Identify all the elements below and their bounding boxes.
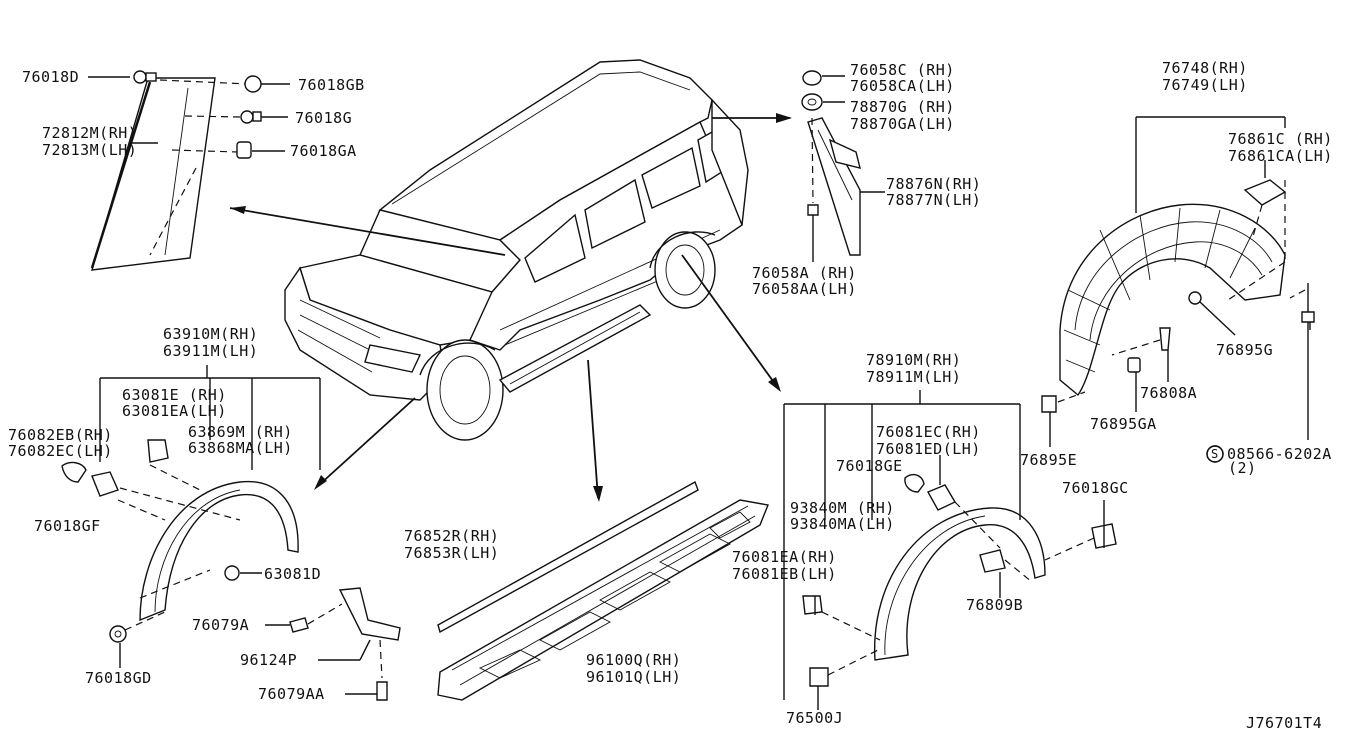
- pillar-garnish-assembly: [88, 70, 290, 271]
- s-mark-circle: [1206, 445, 1224, 463]
- rear-fender-flare-assembly: [783, 390, 1117, 710]
- label-76018GD: 76018GD: [85, 669, 152, 687]
- label-76018GB: 76018GB: [298, 76, 365, 94]
- label-78877N: 78877N(LH): [886, 191, 982, 209]
- callout-arrows: [229, 113, 792, 502]
- front-fender-flare: [139, 480, 299, 622]
- label-76018GC: 76018GC: [1062, 479, 1129, 497]
- label-76852R: 76852R(RH): [404, 527, 500, 545]
- label-76058AA: 76058AA(LH): [752, 280, 857, 298]
- label-76018D: 76018D: [22, 68, 80, 86]
- label-78910M: 78910M(RH): [866, 351, 962, 369]
- mudguard-bracket: [338, 587, 401, 641]
- label-76058CA: 76058CA(LH): [850, 77, 955, 95]
- label-72813M: 72813M(LH): [42, 141, 138, 159]
- label-76018GA: 76018GA: [290, 142, 357, 160]
- label-63910M: 63910M(RH): [163, 325, 259, 343]
- label-63081EA: 63081EA(LH): [122, 402, 227, 420]
- label-76079AA: 76079AA: [258, 685, 325, 703]
- label-76895E: 76895E: [1020, 451, 1078, 469]
- wheel-liner-assembly: [1041, 116, 1315, 463]
- label-76081ED: 76081ED(LH): [876, 440, 981, 458]
- front-fender-flare-assembly: [61, 365, 401, 701]
- label-76749: 76749(LH): [1162, 76, 1248, 94]
- label-s-mark: S: [1211, 447, 1219, 461]
- label-76079A: 76079A: [192, 616, 250, 634]
- wheel-liner: [1059, 203, 1286, 397]
- label-76082EC: 76082EC(LH): [8, 442, 113, 460]
- label-63911M: 63911M(LH): [163, 342, 259, 360]
- label-96124P: 96124P: [240, 651, 298, 669]
- label-76018G: 76018G: [295, 109, 353, 127]
- label-63081D: 63081D: [264, 565, 322, 583]
- label-78870G: 78870G (RH): [850, 98, 955, 116]
- label-76895GA: 76895GA: [1090, 415, 1157, 433]
- label-76748: 76748(RH): [1162, 59, 1248, 77]
- label-78870GA: 78870GA(LH): [850, 115, 955, 133]
- label-76500J: 76500J: [786, 709, 844, 727]
- label-72812M: 72812M(RH): [42, 124, 138, 142]
- vehicle-illustration: [284, 59, 749, 441]
- label-93840MA: 93840MA(LH): [790, 515, 895, 533]
- label-76081EB: 76081EB(LH): [732, 565, 837, 583]
- label-76058A: 76058A (RH): [752, 264, 857, 282]
- rear-fender-flare: [873, 507, 1046, 661]
- pillar-garnish: [91, 77, 216, 271]
- label-78911M: 78911M(LH): [866, 368, 962, 386]
- label-76082EB: 76082EB(RH): [8, 426, 113, 444]
- label-96101Q: 96101Q(LH): [586, 668, 682, 686]
- label-76081EC: 76081EC(RH): [876, 423, 981, 441]
- rear-bracket-assembly: [801, 70, 885, 262]
- running-board-assembly: [437, 480, 769, 701]
- label-63869M: 63869M (RH): [188, 423, 293, 441]
- label-76861C: 76861C (RH): [1228, 130, 1333, 148]
- label-76018GE: 76018GE: [836, 457, 903, 475]
- label-76018GF: 76018GF: [34, 517, 101, 535]
- label-08566-qty: (2): [1228, 459, 1257, 477]
- label-93840M: 93840M (RH): [790, 499, 895, 517]
- rear-bracket: [807, 117, 861, 256]
- front-wheel: [426, 339, 504, 441]
- label-76861CA: 76861CA(LH): [1228, 147, 1333, 165]
- label-63081E: 63081E (RH): [122, 386, 227, 404]
- rear-wheel: [654, 231, 716, 309]
- label-76853R: 76853R(LH): [404, 544, 500, 562]
- diagram-code: J76701T4: [1246, 714, 1323, 732]
- label-76809B: 76809B: [966, 596, 1024, 614]
- label-76808A: 76808A: [1140, 384, 1198, 402]
- label-76081EA: 76081EA(RH): [732, 548, 837, 566]
- side-sill-molding: [437, 480, 699, 634]
- label-96100Q: 96100Q(RH): [586, 651, 682, 669]
- label-08566-6202A: 08566-6202A: [1227, 445, 1332, 463]
- liner-clip: [1243, 179, 1287, 206]
- label-76895G: 76895G: [1216, 341, 1274, 359]
- label-76058C: 76058C (RH): [850, 61, 955, 79]
- label-63868MA: 63868MA(LH): [188, 439, 293, 457]
- label-78876N: 78876N(RH): [886, 175, 982, 193]
